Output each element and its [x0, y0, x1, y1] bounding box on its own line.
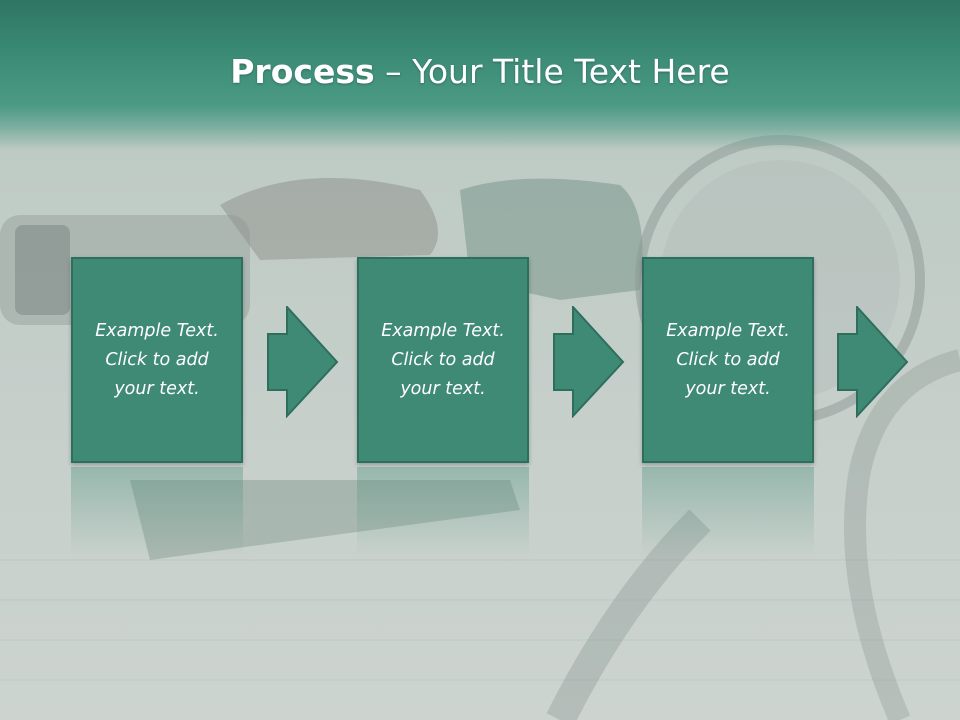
arrow-right-icon [837, 306, 909, 418]
slide-title[interactable]: Process – Your Title Text Here [0, 52, 960, 91]
arrow-right-icon [267, 306, 339, 418]
title-bold-part: Process [230, 52, 375, 91]
process-step-box-2[interactable]: Example Text. Click to add your text. [357, 257, 529, 463]
process-step-text-2[interactable]: Example Text. Click to add your text. [381, 320, 505, 399]
process-step-text-3[interactable]: Example Text. Click to add your text. [666, 320, 790, 399]
process-step-reflection-2 [357, 467, 529, 557]
process-step-text-1[interactable]: Example Text. Click to add your text. [95, 320, 219, 399]
process-step-box-3[interactable]: Example Text. Click to add your text. [642, 257, 814, 463]
process-step-reflection-1 [71, 467, 243, 557]
title-rest-part: – Your Title Text Here [374, 52, 730, 91]
process-step-box-1[interactable]: Example Text. Click to add your text. [71, 257, 243, 463]
arrow-right-icon [553, 306, 625, 418]
title-bar [0, 0, 960, 150]
process-step-reflection-3 [642, 467, 814, 557]
